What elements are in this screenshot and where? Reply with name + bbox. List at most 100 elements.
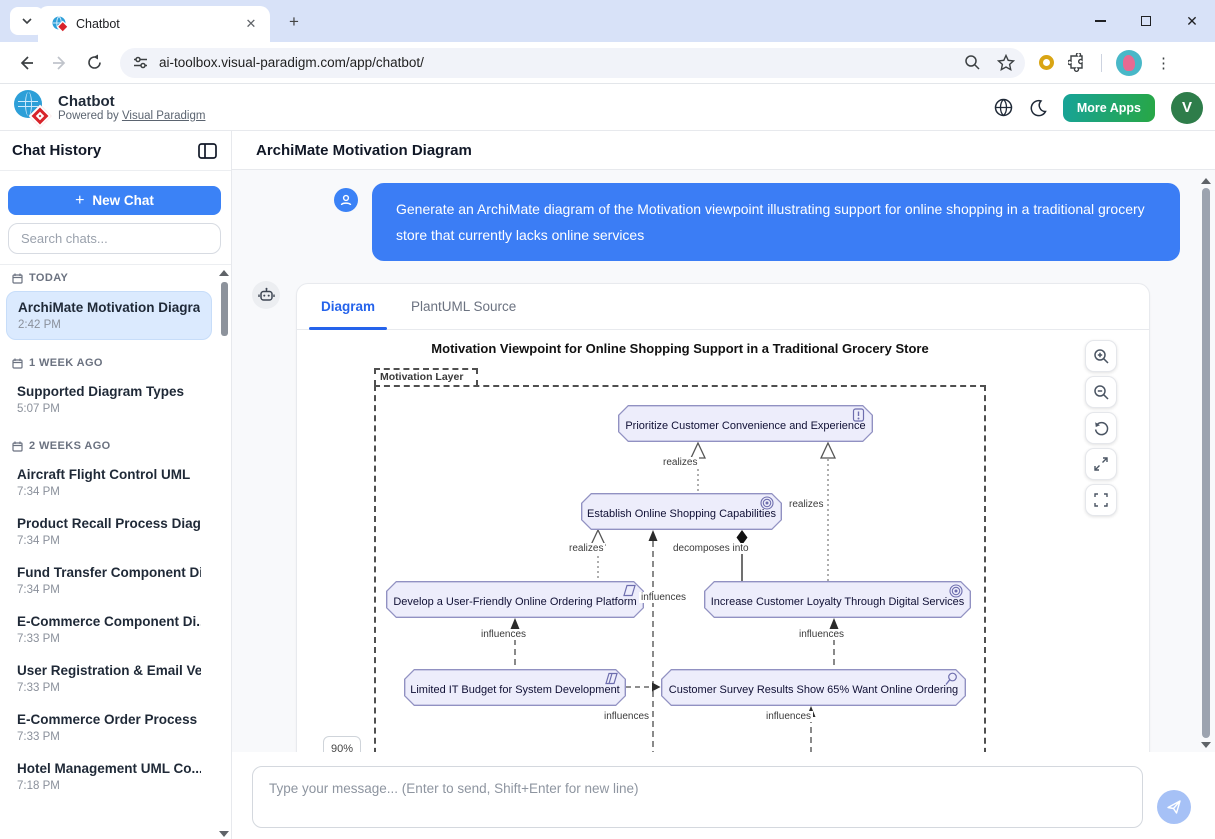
language-globe-icon[interactable] xyxy=(994,98,1013,117)
bot-response-card: Diagram PlantUML Source Motivation Viewp… xyxy=(296,283,1150,752)
sidebar-title: Chat History xyxy=(12,142,102,159)
page-title: ArchiMate Motivation Diagram xyxy=(256,141,472,159)
message-composer xyxy=(232,752,1215,839)
browser-tab-strip: Chatbot ✕ + ✕ xyxy=(0,0,1215,42)
profile-avatar-figure xyxy=(1123,54,1135,71)
more-apps-button[interactable]: More Apps xyxy=(1062,93,1155,122)
url-box[interactable]: ai-toolbox.visual-paradigm.com/app/chatb… xyxy=(120,47,1025,78)
requirement-icon xyxy=(623,584,636,597)
tab-plantuml-source[interactable]: PlantUML Source xyxy=(411,299,517,314)
zoom-in-button[interactable] xyxy=(1085,340,1117,372)
scroll-down-icon[interactable] xyxy=(219,831,229,837)
sidebar-scrollbar[interactable] xyxy=(219,270,229,837)
browser-tab[interactable]: Chatbot ✕ xyxy=(38,6,270,42)
new-chat-button[interactable]: + New Chat xyxy=(8,186,221,215)
user-profile-avatar[interactable]: V xyxy=(1171,91,1203,124)
chat-list-item[interactable]: Product Recall Process Diagr... 7:34 PM xyxy=(17,516,201,547)
chat-item-title: ArchiMate Motivation Diagra... xyxy=(18,300,200,315)
search-chats-input[interactable] xyxy=(8,223,221,254)
zoom-page-icon[interactable] xyxy=(964,54,981,71)
extension-badge-icon[interactable] xyxy=(1039,55,1054,70)
site-info-icon[interactable] xyxy=(132,54,149,71)
tab-close-icon[interactable]: ✕ xyxy=(245,16,257,31)
back-arrow-icon xyxy=(20,55,33,70)
edge-label-realizes: realizes xyxy=(661,457,700,468)
motivation-layer-group-label: Motivation Layer xyxy=(374,368,478,386)
sidebar-header: Chat History xyxy=(0,131,231,171)
window-maximize-button[interactable] xyxy=(1123,0,1169,42)
scrollbar-thumb[interactable] xyxy=(220,282,228,336)
window-close-button[interactable]: ✕ xyxy=(1169,0,1215,42)
new-tab-button[interactable]: + xyxy=(289,12,299,31)
reload-icon xyxy=(87,54,101,69)
chat-list-item[interactable]: Aircraft Flight Control UML 7:34 PM xyxy=(17,467,191,498)
motivation-layer-group xyxy=(374,385,986,752)
scroll-up-icon[interactable] xyxy=(1201,178,1211,184)
diagram-viewport[interactable]: Motivation Viewpoint for Online Shopping… xyxy=(309,331,1134,752)
calendar-icon xyxy=(12,273,23,284)
diagram-controls xyxy=(1085,340,1117,516)
chat-list-item[interactable]: Supported Diagram Types 5:07 PM xyxy=(17,384,185,415)
edge-label-influences: influences xyxy=(639,592,689,603)
extensions-puzzle-icon[interactable] xyxy=(1068,53,1087,72)
back-button[interactable] xyxy=(12,49,40,77)
calendar-icon xyxy=(12,358,23,369)
fullscreen-button[interactable] xyxy=(1085,484,1117,516)
edge-label-influences: influences xyxy=(602,711,652,722)
message-input[interactable] xyxy=(252,766,1143,828)
scrollbar-thumb[interactable] xyxy=(1202,188,1210,738)
chat-list-item-selected[interactable]: ArchiMate Motivation Diagra... 2:42 PM xyxy=(6,291,212,340)
browser-menu-icon[interactable]: ⋮ xyxy=(1156,54,1171,72)
assessment-icon xyxy=(945,672,957,685)
node-constraint[interactable]: Limited IT Budget for System Development xyxy=(404,669,626,706)
calendar-icon xyxy=(12,441,23,452)
visual-paradigm-favicon xyxy=(52,16,68,32)
forward-button[interactable] xyxy=(46,49,74,77)
bookmark-star-icon[interactable] xyxy=(997,53,1015,72)
close-icon: ✕ xyxy=(1186,12,1198,29)
app-title-block: Chatbot Powered by Visual Paradigm xyxy=(58,93,205,122)
section-header-today: TODAY xyxy=(0,265,218,289)
user-message-avatar xyxy=(334,188,358,212)
send-button[interactable] xyxy=(1157,790,1191,824)
divider xyxy=(0,264,231,265)
node-goal-loyalty[interactable]: Increase Customer Loyalty Through Digita… xyxy=(704,581,971,618)
chat-list-item[interactable]: E-Commerce Component Di... 7:33 PM xyxy=(17,614,201,645)
collapse-sidebar-icon[interactable] xyxy=(198,142,217,159)
node-assessment[interactable]: Customer Survey Results Show 65% Want On… xyxy=(661,669,966,706)
node-goal-establish[interactable]: Establish Online Shopping Capabilities xyxy=(581,493,782,530)
reset-view-button[interactable] xyxy=(1085,412,1117,444)
tab-diagram[interactable]: Diagram xyxy=(309,284,387,330)
visual-paradigm-link[interactable]: Visual Paradigm xyxy=(121,109,206,122)
node-requirement[interactable]: Develop a User-Friendly Online Ordering … xyxy=(386,581,644,618)
chat-list-item[interactable]: Hotel Management UML Co... 7:18 PM xyxy=(17,761,201,792)
zoom-in-icon xyxy=(1093,348,1109,364)
node-principle[interactable]: Prioritize Customer Convenience and Expe… xyxy=(618,405,873,442)
visual-paradigm-logo xyxy=(14,90,52,128)
robot-icon xyxy=(257,287,275,301)
fullscreen-brackets-icon xyxy=(1094,493,1108,507)
fit-to-screen-button[interactable] xyxy=(1085,448,1117,480)
zoom-out-icon xyxy=(1093,384,1109,400)
browser-address-bar: ai-toolbox.visual-paradigm.com/app/chatb… xyxy=(0,42,1215,84)
browser-profile-avatar[interactable] xyxy=(1116,49,1142,76)
chat-list-item[interactable]: Fund Transfer Component Di... 7:34 PM xyxy=(17,565,201,596)
dark-mode-moon-icon[interactable] xyxy=(1029,99,1047,117)
scroll-down-icon[interactable] xyxy=(1201,742,1211,748)
divider xyxy=(1101,53,1102,72)
scroll-up-icon[interactable] xyxy=(219,270,229,276)
reload-button[interactable] xyxy=(80,49,108,77)
chat-item-time: 2:42 PM xyxy=(18,319,61,331)
conversation-title-bar: ArchiMate Motivation Diagram xyxy=(232,131,1215,170)
chat-scrollbar[interactable] xyxy=(1201,178,1211,748)
constraint-icon xyxy=(605,672,618,685)
window-minimize-button[interactable] xyxy=(1077,0,1123,42)
goal-icon xyxy=(760,496,774,510)
edge-label-decomposes-into: decomposes into xyxy=(671,543,751,554)
bot-message-avatar xyxy=(252,281,280,309)
chat-list-item[interactable]: User Registration & Email Ve... 7:33 PM xyxy=(17,663,201,694)
chat-list-item[interactable]: E-Commerce Order Process ... 7:33 PM xyxy=(17,712,201,743)
zoom-out-button[interactable] xyxy=(1085,376,1117,408)
url-text[interactable]: ai-toolbox.visual-paradigm.com/app/chatb… xyxy=(159,55,424,70)
